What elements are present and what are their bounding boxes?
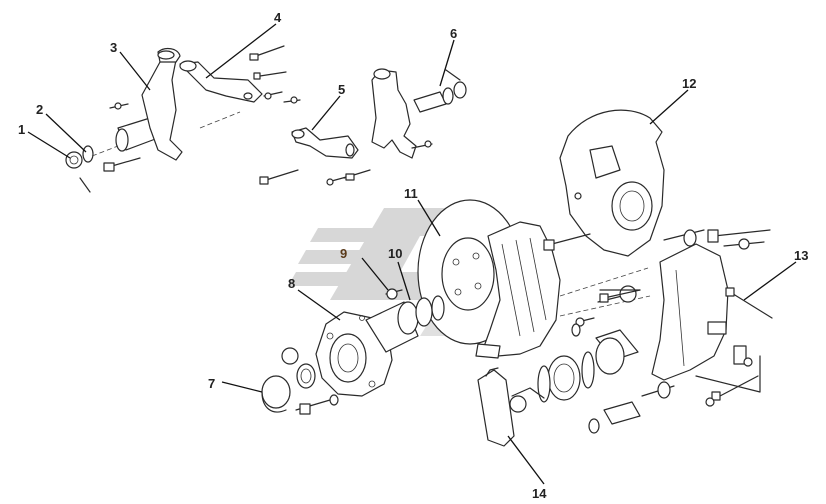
callout-13: 13 [794,248,808,263]
caliper-housing [475,221,561,359]
callout-leaders [27,23,797,485]
callout-12: 12 [682,76,696,91]
steering-knuckle-assembly [65,45,287,193]
backing-plate [559,109,665,257]
callout-1: 1 [18,122,25,137]
caliper-fasteners [695,229,773,407]
wheel-hub-assembly [261,288,445,415]
callout-numbers: 1 2 3 4 5 6 7 8 9 10 11 12 13 14 [18,10,808,501]
second-knuckle-assembly [259,68,467,186]
callout-8: 8 [288,276,295,291]
callout-3: 3 [110,40,117,55]
mounting-bolts [543,229,705,337]
callout-5: 5 [338,82,345,97]
callout-6: 6 [450,26,457,41]
callout-10: 10 [388,246,402,261]
callout-4: 4 [274,10,282,25]
callout-2: 2 [36,102,43,117]
callout-9: 9 [340,246,347,261]
pistons-and-seals [537,285,675,434]
callout-7: 7 [208,376,215,391]
caliper-body [559,243,729,381]
callout-14: 14 [532,486,547,501]
brake-pad [477,367,545,447]
callout-11: 11 [404,186,418,201]
